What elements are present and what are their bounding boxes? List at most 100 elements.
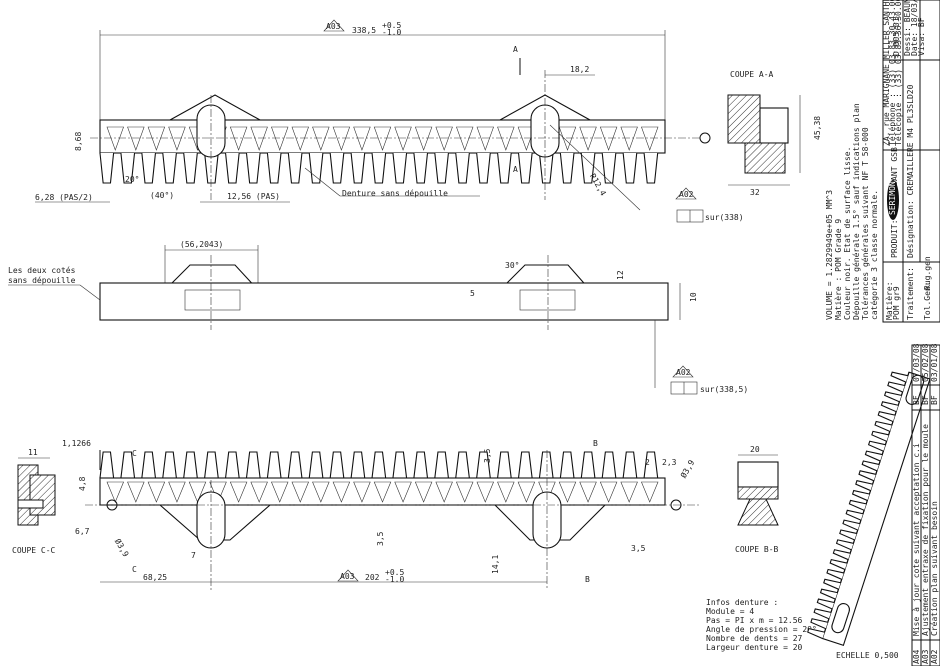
truss-rib <box>106 126 124 151</box>
tol-plus: +0.5 <box>382 21 401 30</box>
boss-width-label: (56,2043) <box>180 240 223 249</box>
section-aa-width: 32 <box>750 188 760 197</box>
tooth-info-line: Nombre de dents = 27 <box>706 634 803 643</box>
truss-rib <box>599 126 618 151</box>
dim-6825-label: 68,25 <box>143 573 167 582</box>
general-notes: VOLUME = 1.2829949e+05 MM^3 Matière : PO… <box>825 103 879 320</box>
truss-rib <box>497 481 515 503</box>
truss-rib <box>394 126 412 151</box>
truss-rib <box>229 126 248 151</box>
revision-date: 07/03/08 <box>912 343 921 382</box>
company-logo-text: SERIMON <box>888 181 897 215</box>
section-cc: 11 COUPE C-C <box>12 448 56 555</box>
tooth-info-line: Pas = PI x m = 12.56 <box>706 616 803 625</box>
truss-rib <box>291 481 310 503</box>
revision-text: Création plan suivant besoin <box>929 501 939 636</box>
section-aa-height: 45,38 <box>813 116 822 140</box>
dim-12-label: 12 <box>616 270 625 280</box>
truss-rib <box>394 481 412 503</box>
rack-body <box>99 119 666 154</box>
truss-rib <box>271 126 289 151</box>
section-bb: 20 COUPE B-B <box>735 445 779 554</box>
truss-rib <box>147 126 166 151</box>
height-dim-label: 8,68 <box>74 132 83 151</box>
cote-tag-triangle <box>323 19 345 32</box>
dim-35-right-label: 3,5 <box>631 544 646 553</box>
angle-20-label: 20° <box>125 175 139 184</box>
truss-rib <box>250 126 268 151</box>
section-aa: COUPE A-A 32 45,38 <box>727 70 822 197</box>
truss-rib <box>106 481 125 503</box>
scale-label: ECHELLE 0,500 <box>836 651 899 660</box>
tooth-note: Denture sans dépouille <box>342 188 448 198</box>
flatness-note-middle: sur(338,5) <box>700 385 748 394</box>
tooth-info: Infos denture : Module = 4 Pas = PI x m … <box>706 598 899 660</box>
rack-isometric-view <box>807 371 931 647</box>
truss-rib <box>229 481 248 503</box>
slot-offset-label: 18,2 <box>570 65 589 74</box>
rack-tooth-profile <box>99 152 665 184</box>
truss-rib <box>414 126 433 151</box>
hole-end <box>699 132 711 144</box>
section-b-label-top: B <box>593 439 598 448</box>
length-tol-minus: -1.0 <box>385 575 404 584</box>
company-line: ZA. rue MARIGNANE MILLER SANTHES <box>882 0 891 146</box>
drawing-number: D 005 01 <box>892 17 901 56</box>
truss-rib <box>414 481 433 503</box>
section-cc-width: 11 <box>28 448 38 457</box>
title-block: Matière: POM gr9 Traitement: Tol.Gen: Ru… <box>882 0 940 323</box>
revision-index: A02 <box>930 649 939 664</box>
truss-rib <box>250 481 268 503</box>
truss-rib <box>558 481 577 503</box>
revision-index: A03 <box>921 649 930 664</box>
rack-tooth-profile <box>807 371 910 640</box>
dim-10-label: 10 <box>689 292 698 302</box>
dim-23-label: 2,3 <box>662 458 677 467</box>
bottom-view: C C B B 1,1266 4,8 6,7 Ø3,9 3,5 3,5 7 14… <box>62 439 700 590</box>
truss-rib <box>435 126 453 151</box>
revision-by: BF <box>921 395 930 405</box>
length-tol-plus: +0.5 <box>385 568 404 577</box>
truss-rib <box>127 481 145 503</box>
sides-note-1: Les deux cotés <box>8 265 76 275</box>
section-bb-width: 20 <box>750 445 760 454</box>
truss-rib <box>620 126 638 151</box>
cote-tag: A03 <box>326 22 341 31</box>
truss-rib <box>455 481 474 503</box>
section-aa-title: COUPE A-A <box>730 70 774 79</box>
truss-rib <box>270 481 289 503</box>
roughness-label: Rug.gen <box>923 256 932 290</box>
truss-rib <box>579 481 597 503</box>
tooth-info-line: Largeur denture = 20 <box>706 643 803 652</box>
revision-text: Mise à jour cote suivant acceptation c.i <box>912 443 921 636</box>
overall-length-label: 338,5 <box>352 26 376 35</box>
revision-text: Ajustement entraxe de fixation pour le m… <box>921 424 930 636</box>
note-line: catégorie 3 classe normale. <box>869 190 879 320</box>
middle-view: (56,2043) 30° 5 12 10 Les deux cotés san… <box>8 240 748 395</box>
revision-by: BF <box>912 395 921 405</box>
truss-rib <box>476 481 495 503</box>
flatness-tag-middle: A02 <box>676 368 691 377</box>
section-c-label-top: C <box>132 449 137 458</box>
flatness-note-top: sur(338) <box>705 213 744 222</box>
truss-rib <box>620 481 638 503</box>
revision-date: 05/02/08 <box>921 343 930 382</box>
top-view: A03 338,5 +0.5 -1.0 A A 18,2 8,68 20° (4… <box>35 19 744 223</box>
drawing-date: Date: 18/03/08 <box>910 0 919 56</box>
truss-rib <box>147 481 166 503</box>
truss-rib <box>476 126 494 151</box>
flatness-tag-top: A02 <box>679 190 694 199</box>
designation-label: Désignation: CREMAILLERE M4 PL3SLD20 <box>905 84 915 258</box>
angle-30-label: 30° <box>505 261 519 270</box>
note-line: Dépouille générale 1.5° sauf indications… <box>851 103 861 320</box>
company-logo <box>887 180 899 220</box>
note-line: Matière : POM Grade 9 <box>833 219 843 320</box>
tol-minus: -1.0 <box>382 28 401 37</box>
truss-rib <box>332 481 351 503</box>
section-c-label-bottom: C <box>132 565 137 574</box>
truss-rib <box>353 481 371 503</box>
revision-by: BF <box>930 395 939 405</box>
cote-tag-bottom: A03 <box>340 572 355 581</box>
dia-left-label: Ø3,9 <box>113 537 131 559</box>
